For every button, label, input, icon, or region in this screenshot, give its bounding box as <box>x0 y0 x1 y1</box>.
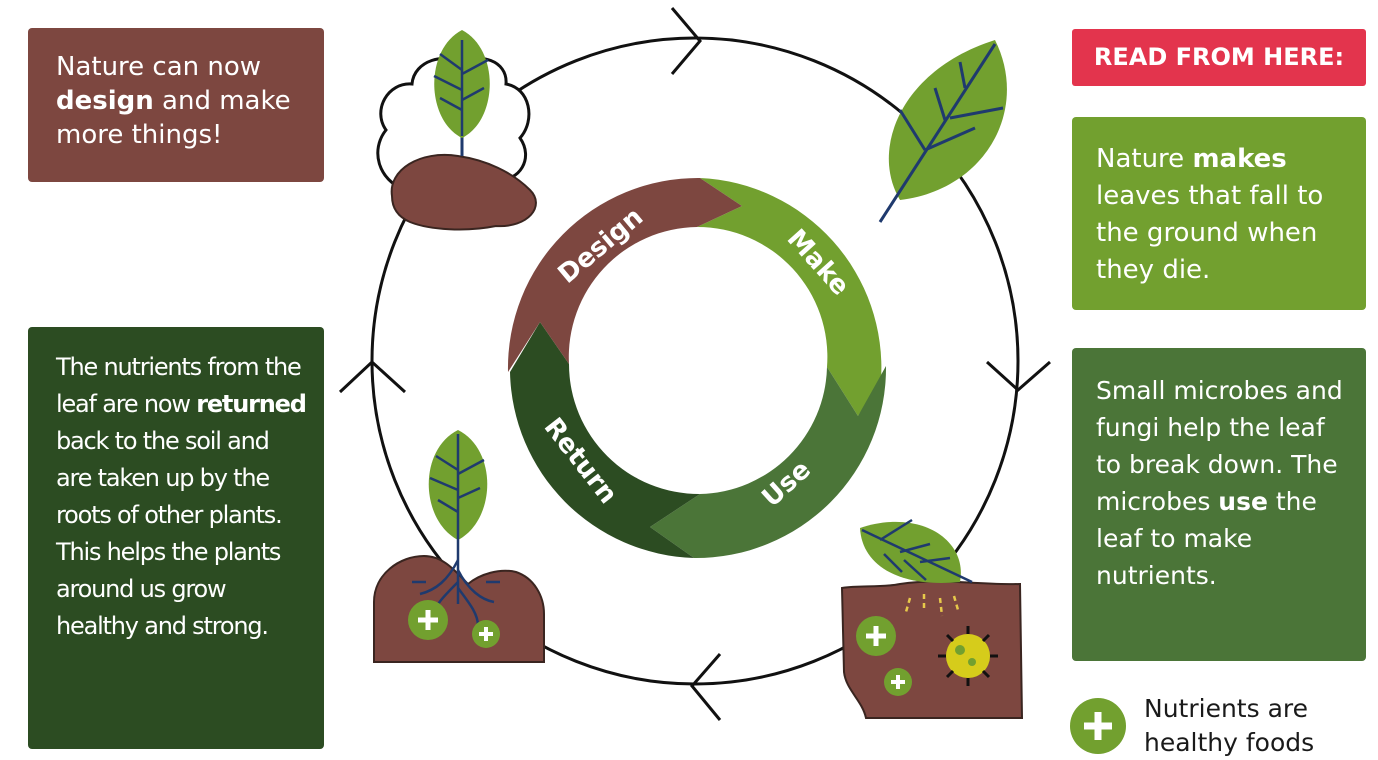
keyword-design: design <box>56 86 154 116</box>
use-explanation-box: Small microbes and fungi help the leaf t… <box>1072 348 1366 661</box>
ring-segment-design <box>507 177 742 372</box>
ring-segment-return <box>510 322 700 558</box>
make-explanation-box: Nature makes leaves that fall to the gro… <box>1072 117 1366 310</box>
arrow-top <box>670 7 702 75</box>
legend-text: Nutrients are healthy foods <box>1144 694 1315 757</box>
plant-roots-icon <box>373 430 545 663</box>
arrow-left <box>338 359 407 394</box>
ring-segment-make <box>697 178 882 416</box>
nutrient-plus-icon <box>884 668 912 696</box>
decomposing-leaf-icon <box>840 518 1024 719</box>
nutrient-plus-icon <box>472 620 500 648</box>
keyword-returned: returned <box>196 390 307 418</box>
keyword-makes: makes <box>1192 144 1287 174</box>
seedling-soil-icon <box>376 30 537 231</box>
keyword-use: use <box>1218 487 1268 516</box>
nutrient-plus-icon <box>856 616 896 656</box>
arrow-bottom <box>690 653 722 721</box>
read-from-here-banner: READ FROM HERE: <box>1072 29 1366 86</box>
arrow-right <box>985 360 1051 393</box>
microbe-icon <box>938 626 998 686</box>
nutrient-plus-icon <box>408 600 448 640</box>
falling-leaf-icon <box>878 40 1007 223</box>
inner-ring: Design Make Use Return <box>507 177 887 559</box>
return-explanation-box: The nutrients from the leaf are now retu… <box>28 327 324 749</box>
legend-plus-icon <box>1070 698 1126 754</box>
ring-segment-use <box>650 366 887 559</box>
design-explanation-box: Nature can now design and make more thin… <box>28 28 324 182</box>
